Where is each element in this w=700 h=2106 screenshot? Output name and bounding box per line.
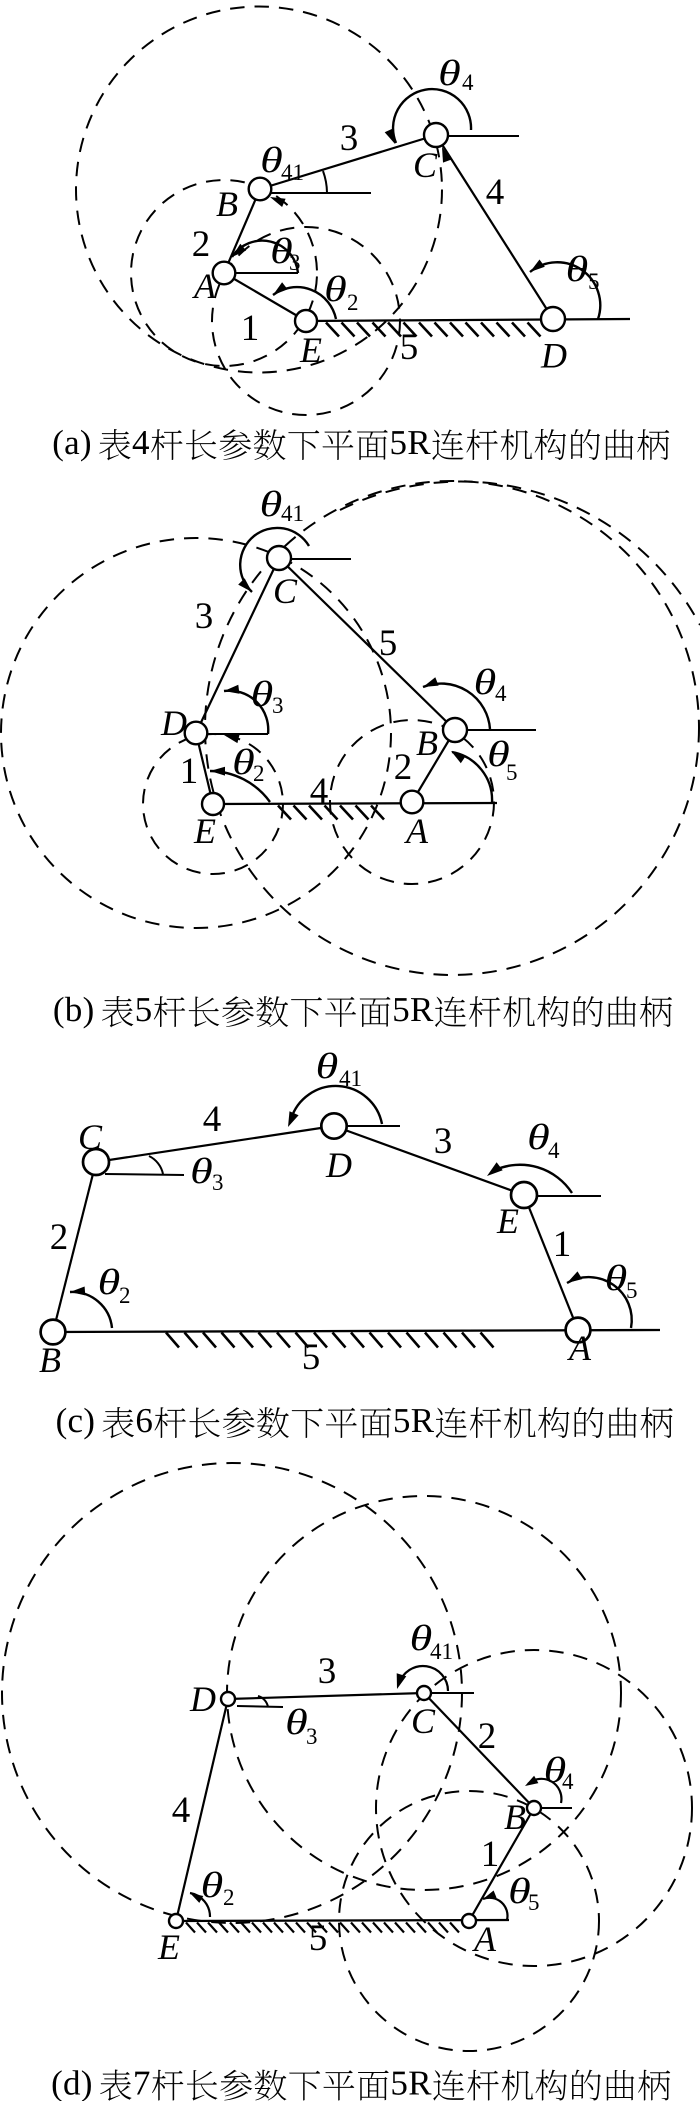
svg-text:2: 2 [192,224,211,265]
svg-text:4: 4 [486,172,505,213]
svg-text:A: A [567,1328,592,1368]
svg-text:2: 2 [223,1885,235,1910]
svg-text:θ: θ [270,231,293,271]
svg-text:5: 5 [588,269,600,294]
svg-text:E: E [299,330,322,370]
svg-text:θ: θ [474,662,497,702]
svg-text:E: E [193,811,216,851]
svg-text:2: 2 [253,761,265,786]
svg-text:θ: θ [324,269,347,309]
svg-text:D: D [189,1679,216,1719]
svg-text:C: C [78,1117,103,1157]
svg-text:3: 3 [340,118,359,159]
svg-text:2: 2 [394,747,413,788]
svg-text:θ: θ [508,1871,531,1911]
svg-text:B: B [216,184,238,224]
svg-text:B: B [39,1340,61,1380]
svg-text:D: D [325,1145,352,1185]
svg-text:3: 3 [289,250,301,275]
svg-text:C: C [273,571,298,611]
svg-text:θ: θ [260,484,283,524]
svg-text:5: 5 [506,760,518,785]
svg-text:41: 41 [339,1066,362,1091]
svg-text:C: C [411,1701,436,1741]
svg-text:A: A [472,1919,497,1959]
svg-text:5: 5 [400,327,419,368]
svg-text:1: 1 [241,308,260,349]
svg-text:1: 1 [481,1834,500,1875]
svg-text:5: 5 [626,1278,638,1303]
svg-text:5: 5 [309,1918,328,1959]
svg-text:5: 5 [528,1890,540,1915]
svg-text:θ: θ [527,1117,550,1157]
svg-text:3: 3 [306,1724,318,1749]
svg-text:θ: θ [438,53,461,93]
svg-text:2: 2 [50,1217,69,1258]
svg-text:4: 4 [203,1099,222,1140]
svg-text:D: D [540,336,567,376]
svg-text:θ: θ [487,734,510,774]
svg-text:2: 2 [478,1716,497,1757]
svg-text:3: 3 [272,693,284,718]
svg-text:4: 4 [495,681,507,706]
svg-text:4: 4 [172,1790,191,1831]
svg-text:2: 2 [119,1283,131,1308]
svg-text:4: 4 [462,70,474,95]
svg-text:B: B [416,723,438,763]
svg-text:θ: θ [201,1865,224,1905]
svg-text:θ: θ [98,1262,121,1302]
svg-text:3: 3 [318,1651,337,1692]
svg-text:5: 5 [379,623,398,664]
svg-text:4: 4 [310,771,329,812]
svg-text:E: E [157,1927,180,1967]
svg-text:A: A [404,811,429,851]
svg-text:41: 41 [281,160,304,185]
svg-text:A: A [192,266,217,306]
svg-text:θ: θ [410,1618,433,1658]
svg-text:B: B [504,1797,526,1837]
svg-text:θ: θ [544,1750,567,1790]
svg-text:C: C [413,145,438,185]
svg-text:θ: θ [251,674,274,714]
svg-text:D: D [160,703,187,743]
svg-text:θ: θ [566,249,589,289]
svg-text:41: 41 [281,501,304,526]
svg-text:4: 4 [562,1769,574,1794]
svg-text:θ: θ [260,140,283,180]
svg-text:θ: θ [285,1702,308,1742]
svg-text:E: E [496,1201,519,1241]
svg-text:θ: θ [316,1046,339,1086]
svg-text:3: 3 [434,1121,453,1162]
svg-text:θ: θ [190,1151,213,1191]
svg-text:4: 4 [548,1138,560,1163]
svg-text:θ: θ [605,1258,628,1298]
svg-text:1: 1 [180,751,199,792]
svg-text:5: 5 [302,1337,321,1378]
svg-text:2: 2 [347,290,359,315]
svg-text:3: 3 [212,1170,224,1195]
svg-text:41: 41 [430,1639,453,1664]
svg-text:1: 1 [553,1224,572,1265]
svg-text:θ: θ [232,742,255,782]
svg-text:3: 3 [195,596,214,637]
